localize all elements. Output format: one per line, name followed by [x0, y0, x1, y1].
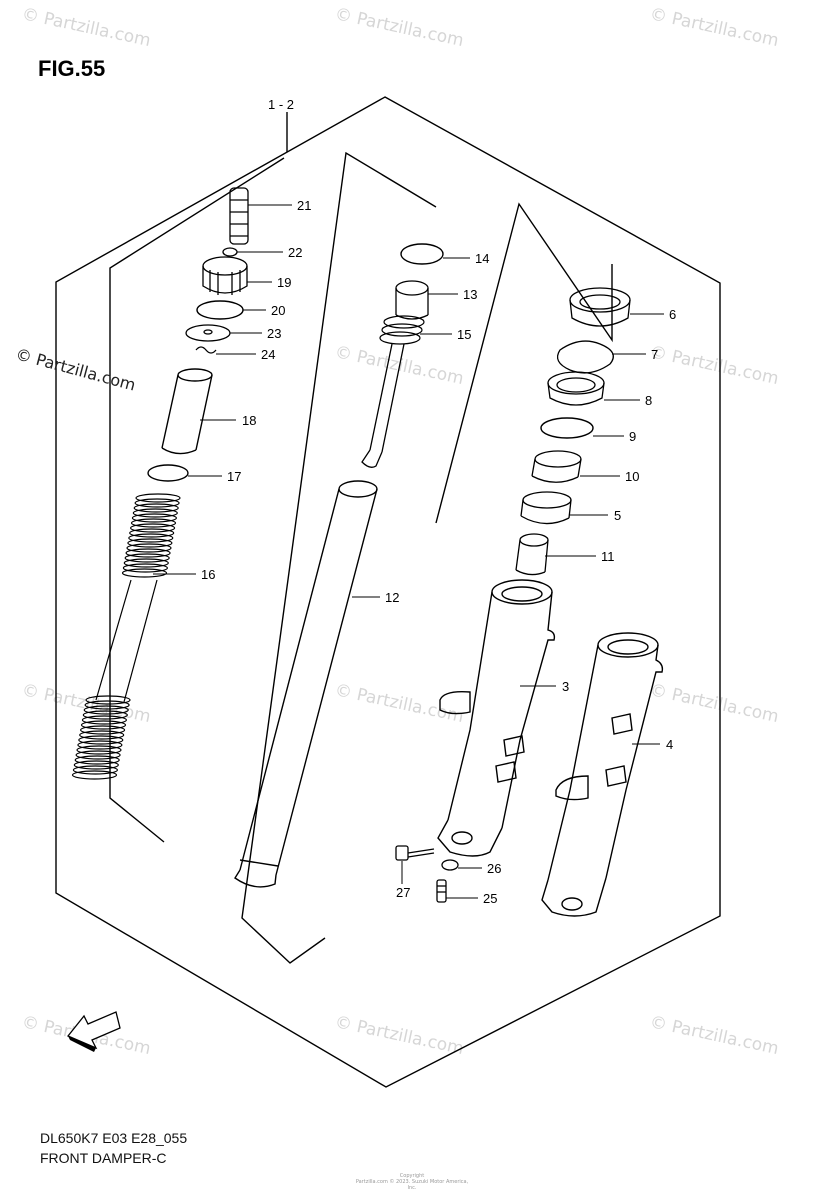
part-18-spacer — [161, 368, 213, 455]
callout-14: 14 — [475, 251, 490, 266]
spring-coil — [122, 563, 168, 573]
spring-coil — [73, 760, 119, 770]
part-25-screw — [436, 879, 447, 903]
callout-4: 4 — [666, 737, 674, 752]
callout-20: 20 — [271, 303, 286, 318]
spring-coil — [82, 710, 128, 720]
part-14-ring — [400, 243, 444, 265]
part-23-washer — [185, 324, 231, 342]
figure-subtitle: FRONT DAMPER-C — [40, 1150, 167, 1166]
callout-8: 8 — [645, 393, 653, 408]
spring-coil — [84, 700, 130, 710]
part-7-clip — [556, 340, 614, 374]
part-26-washer — [441, 859, 459, 871]
callout-9: 9 — [629, 429, 637, 444]
part-20-o-ring — [196, 300, 244, 320]
spring-coil — [134, 498, 180, 508]
callout-23: 23 — [267, 326, 282, 341]
part-6-seal — [569, 287, 631, 327]
spring-coil — [130, 523, 176, 533]
part-21-adjuster — [229, 187, 249, 245]
spring-coil — [78, 735, 124, 745]
part-8-seal — [547, 371, 605, 406]
part-16-spring — [71, 493, 181, 780]
spring-coil — [79, 730, 125, 740]
spring-coil — [77, 740, 123, 750]
callout-24: 24 — [261, 347, 276, 362]
callout-11: 11 — [601, 549, 615, 564]
spring-coil — [76, 745, 122, 755]
figure-title: FIG.55 — [38, 56, 106, 81]
spring-coil — [126, 543, 172, 553]
callout-18: 18 — [242, 413, 257, 428]
group-outline-outer-tube — [435, 202, 613, 524]
spring-coil — [71, 770, 118, 780]
group-outline-inner-tube — [241, 151, 437, 964]
callout-1-2: 1 - 2 — [268, 97, 295, 112]
spring-coil — [128, 533, 174, 543]
spring-coil — [74, 755, 120, 765]
spring-body-line — [123, 579, 158, 703]
callout-25: 25 — [483, 891, 498, 906]
callout-13: 13 — [463, 287, 478, 302]
part-4-outer-tube — [541, 632, 664, 917]
spring-coil — [125, 548, 171, 558]
callout-12: 12 — [385, 590, 400, 605]
fwd-arrow-icon — [66, 1011, 121, 1052]
callout-26: 26 — [487, 861, 502, 876]
copyright-notice: Copyright Partzilla.com © 2023. Suzuki M… — [352, 1173, 472, 1191]
part-11-piece — [515, 533, 549, 576]
spring-coil — [83, 705, 129, 715]
spring-coil — [75, 750, 121, 760]
part-24-clip — [195, 346, 217, 354]
part-3-outer-tube — [437, 579, 556, 857]
spring-coil — [80, 720, 127, 730]
callout-27: 27 — [396, 885, 411, 900]
part-13-rod-top — [395, 280, 429, 320]
spring-coil — [85, 695, 131, 705]
spring-coil — [131, 513, 177, 523]
spring-coil — [123, 558, 169, 568]
part-22-o-ring — [222, 247, 238, 257]
callout-16: 16 — [201, 567, 216, 582]
spring-coil — [81, 715, 128, 725]
spring-coil — [124, 553, 170, 563]
callout-7: 7 — [651, 347, 659, 362]
callout-10: 10 — [625, 469, 640, 484]
spring-coil — [132, 508, 178, 518]
spring-coil — [133, 503, 179, 513]
spring-coil — [130, 518, 177, 528]
part-5-bushing — [520, 491, 572, 525]
callout-6: 6 — [669, 307, 677, 322]
copyright-line-1: Copyright — [399, 1173, 425, 1179]
callout-15: 15 — [457, 327, 472, 342]
part-10-bushing — [531, 450, 582, 483]
part-19-cap-bolt — [202, 256, 248, 295]
callout-5: 5 — [614, 508, 622, 523]
part-15-spring-small — [379, 315, 425, 345]
spring-coil — [135, 493, 181, 503]
part-12-inner-tube — [234, 480, 378, 888]
spring-body-line — [95, 579, 132, 701]
callout-22: 22 — [288, 245, 303, 260]
model-code: DL650K7 E03 E28_055 — [40, 1130, 188, 1146]
part-27-bolt — [395, 845, 435, 861]
spring-coil — [121, 568, 168, 578]
damper-rod — [361, 343, 405, 468]
copyright-line-2: Partzilla.com © 2023. Suzuki Motor Ameri… — [355, 1179, 469, 1191]
callout-21: 21 — [297, 198, 312, 213]
spring-coil — [127, 538, 173, 548]
callout-19: 19 — [277, 275, 292, 290]
part-9-ring — [540, 417, 594, 439]
callout-3: 3 — [562, 679, 570, 694]
callout-17: 17 — [227, 469, 242, 484]
spring-coil — [129, 528, 175, 538]
part-17-washer — [147, 464, 189, 482]
assembly-boundary — [55, 96, 721, 1088]
spring-coil — [79, 725, 126, 735]
group-outline-spring — [109, 157, 285, 843]
spring-coil — [72, 765, 119, 775]
